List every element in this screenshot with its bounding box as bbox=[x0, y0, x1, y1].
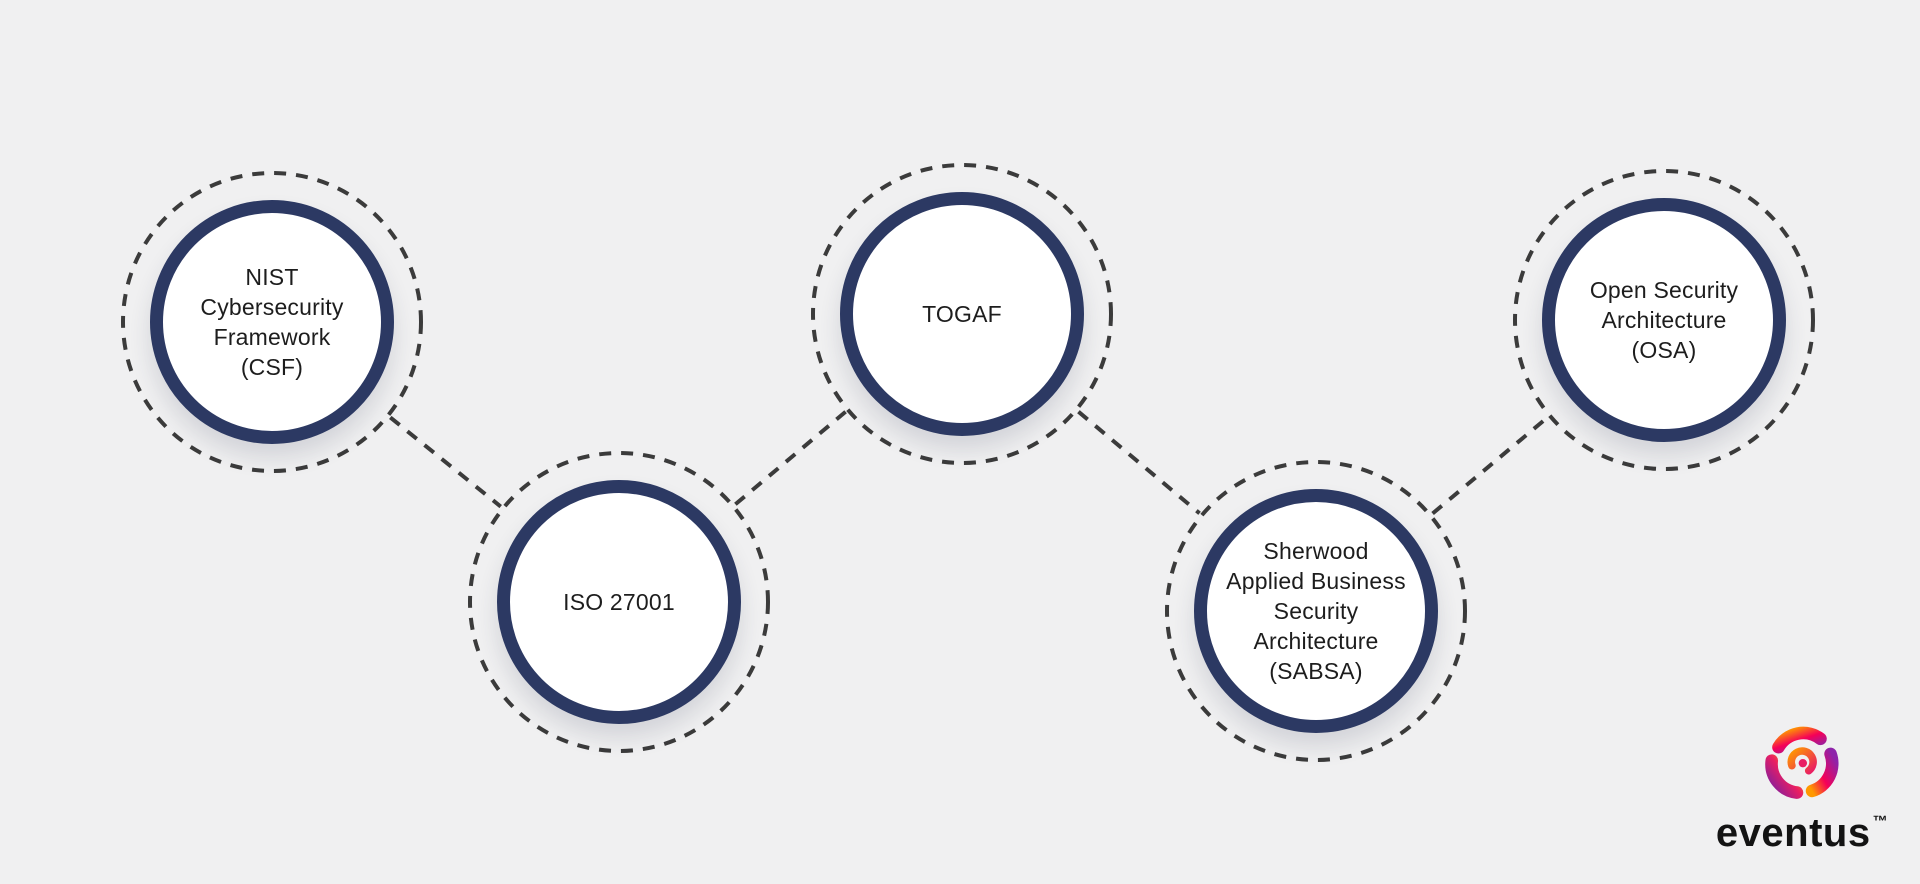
framework-node-sabsa: Sherwood Applied Business Security Archi… bbox=[1164, 459, 1468, 763]
label-line: Open Security bbox=[1589, 277, 1739, 303]
framework-node-togaf: TOGAF bbox=[810, 162, 1114, 466]
framework-circle: NIST Cybersecurity Framework (CSF) bbox=[150, 200, 394, 444]
dashed-ring-icon bbox=[1165, 460, 1467, 762]
dashed-ring-icon bbox=[121, 171, 423, 473]
label-line: Security bbox=[1273, 598, 1359, 624]
label-line: Applied Business bbox=[1226, 568, 1406, 594]
framework-circle: ISO 27001 bbox=[497, 480, 741, 724]
framework-label: ISO 27001 bbox=[553, 587, 685, 617]
label-line: NIST bbox=[245, 264, 299, 290]
framework-label: NIST Cybersecurity Framework (CSF) bbox=[190, 262, 353, 382]
label-line: Sherwood bbox=[1263, 538, 1369, 564]
dashed-ring-icon bbox=[1513, 169, 1815, 471]
trademark-symbol: ™ bbox=[1872, 813, 1889, 830]
framework-node-osa: Open Security Architecture (OSA) bbox=[1512, 168, 1816, 472]
framework-circle: Sherwood Applied Business Security Archi… bbox=[1194, 489, 1438, 733]
label-line: (SABSA) bbox=[1269, 658, 1363, 684]
label-line: ISO 27001 bbox=[563, 589, 675, 615]
label-line: Architecture bbox=[1601, 307, 1727, 333]
framework-label: Open Security Architecture (OSA) bbox=[1580, 275, 1748, 365]
dashed-ring-icon bbox=[468, 451, 770, 753]
label-line: Cybersecurity bbox=[200, 294, 344, 320]
brand-name: eventus bbox=[1715, 811, 1871, 855]
framework-label: TOGAF bbox=[912, 299, 1012, 329]
label-line: Architecture bbox=[1253, 628, 1379, 654]
dashed-ring-icon bbox=[811, 163, 1113, 465]
label-line: TOGAF bbox=[922, 301, 1002, 327]
framework-label: Sherwood Applied Business Security Archi… bbox=[1216, 536, 1416, 686]
framework-circle: Open Security Architecture (OSA) bbox=[1542, 198, 1786, 442]
eventus-swirl-icon bbox=[1765, 726, 1839, 799]
framework-node-csf: NIST Cybersecurity Framework (CSF) bbox=[120, 170, 424, 474]
label-line: Framework bbox=[213, 324, 331, 350]
framework-node-iso27001: ISO 27001 bbox=[467, 450, 771, 754]
label-line: (OSA) bbox=[1631, 337, 1697, 363]
label-line: (CSF) bbox=[240, 354, 304, 380]
framework-circle: TOGAF bbox=[840, 192, 1084, 436]
